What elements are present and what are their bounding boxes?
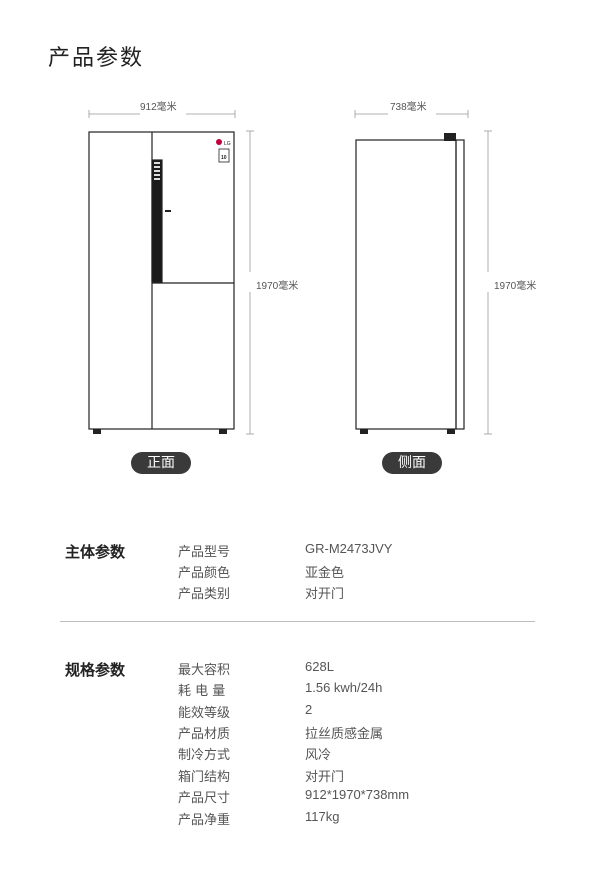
energy-label-icon	[218, 148, 230, 163]
section-divider	[60, 621, 535, 622]
spec-value: 对开门	[305, 586, 345, 601]
spec-value: 2	[305, 702, 313, 717]
front-height-dimension-line	[246, 130, 254, 435]
fridge-drawings: LG 10	[88, 110, 492, 435]
spec-key: 制冷方式	[178, 748, 231, 763]
spec-key: 能效等级	[178, 706, 231, 721]
spec-params-heading: 规格参数	[65, 661, 126, 679]
side-view-badge: 侧面	[382, 452, 442, 474]
spec-value: 912*1970*738mm	[305, 787, 410, 802]
brand-logo-icon	[216, 139, 222, 145]
front-handle	[165, 210, 171, 212]
spec-key: 箱门结构	[178, 770, 231, 785]
main-params-heading: 主体参数	[65, 543, 126, 561]
side-foot-right	[447, 429, 455, 434]
side-cabinet	[355, 139, 457, 430]
front-view-badge: 正面	[131, 452, 191, 474]
front-width-dimension-line	[88, 110, 236, 118]
spec-value: 1.56 kwh/24h	[305, 680, 383, 695]
spec-key: 产品尺寸	[178, 791, 231, 806]
spec-key: 最大容积	[178, 663, 231, 678]
spec-value: 拉丝质感金属	[305, 726, 384, 741]
spec-value: 628L	[305, 659, 334, 674]
side-height-dimension-line	[484, 130, 492, 435]
side-height-label: 1970毫米	[494, 281, 537, 292]
spec-key: 产品颜色	[178, 566, 231, 581]
front-width-label: 912毫米	[140, 102, 177, 113]
spec-key: 产品净重	[178, 813, 231, 828]
side-door-panel	[455, 139, 465, 430]
side-depth-label: 738毫米	[390, 102, 427, 113]
spec-key: 耗 电 量	[178, 684, 226, 699]
front-control-panel	[151, 159, 163, 283]
front-cabinet	[88, 131, 235, 430]
front-view-drawing: LG 10	[88, 110, 254, 435]
spec-value: 风冷	[305, 747, 332, 762]
spec-key: 产品材质	[178, 727, 231, 742]
side-hinge-cap	[444, 133, 456, 141]
svg-text:LG: LG	[224, 141, 231, 147]
spec-value: 对开门	[305, 769, 345, 784]
front-foot-right	[219, 429, 227, 434]
svg-text:10: 10	[221, 155, 227, 161]
spec-value: GR-M2473JVY	[305, 541, 393, 556]
spec-key: 产品型号	[178, 545, 231, 560]
side-depth-dimension-line	[354, 110, 469, 118]
page-title: 产品参数	[48, 46, 145, 71]
side-foot-left	[360, 429, 368, 434]
spec-value: 亚金色	[305, 565, 345, 580]
spec-value: 117kg	[305, 809, 340, 824]
spec-key: 产品类别	[178, 587, 231, 602]
front-foot-left	[93, 429, 101, 434]
front-height-label: 1970毫米	[256, 281, 299, 292]
side-view-drawing	[354, 110, 492, 435]
